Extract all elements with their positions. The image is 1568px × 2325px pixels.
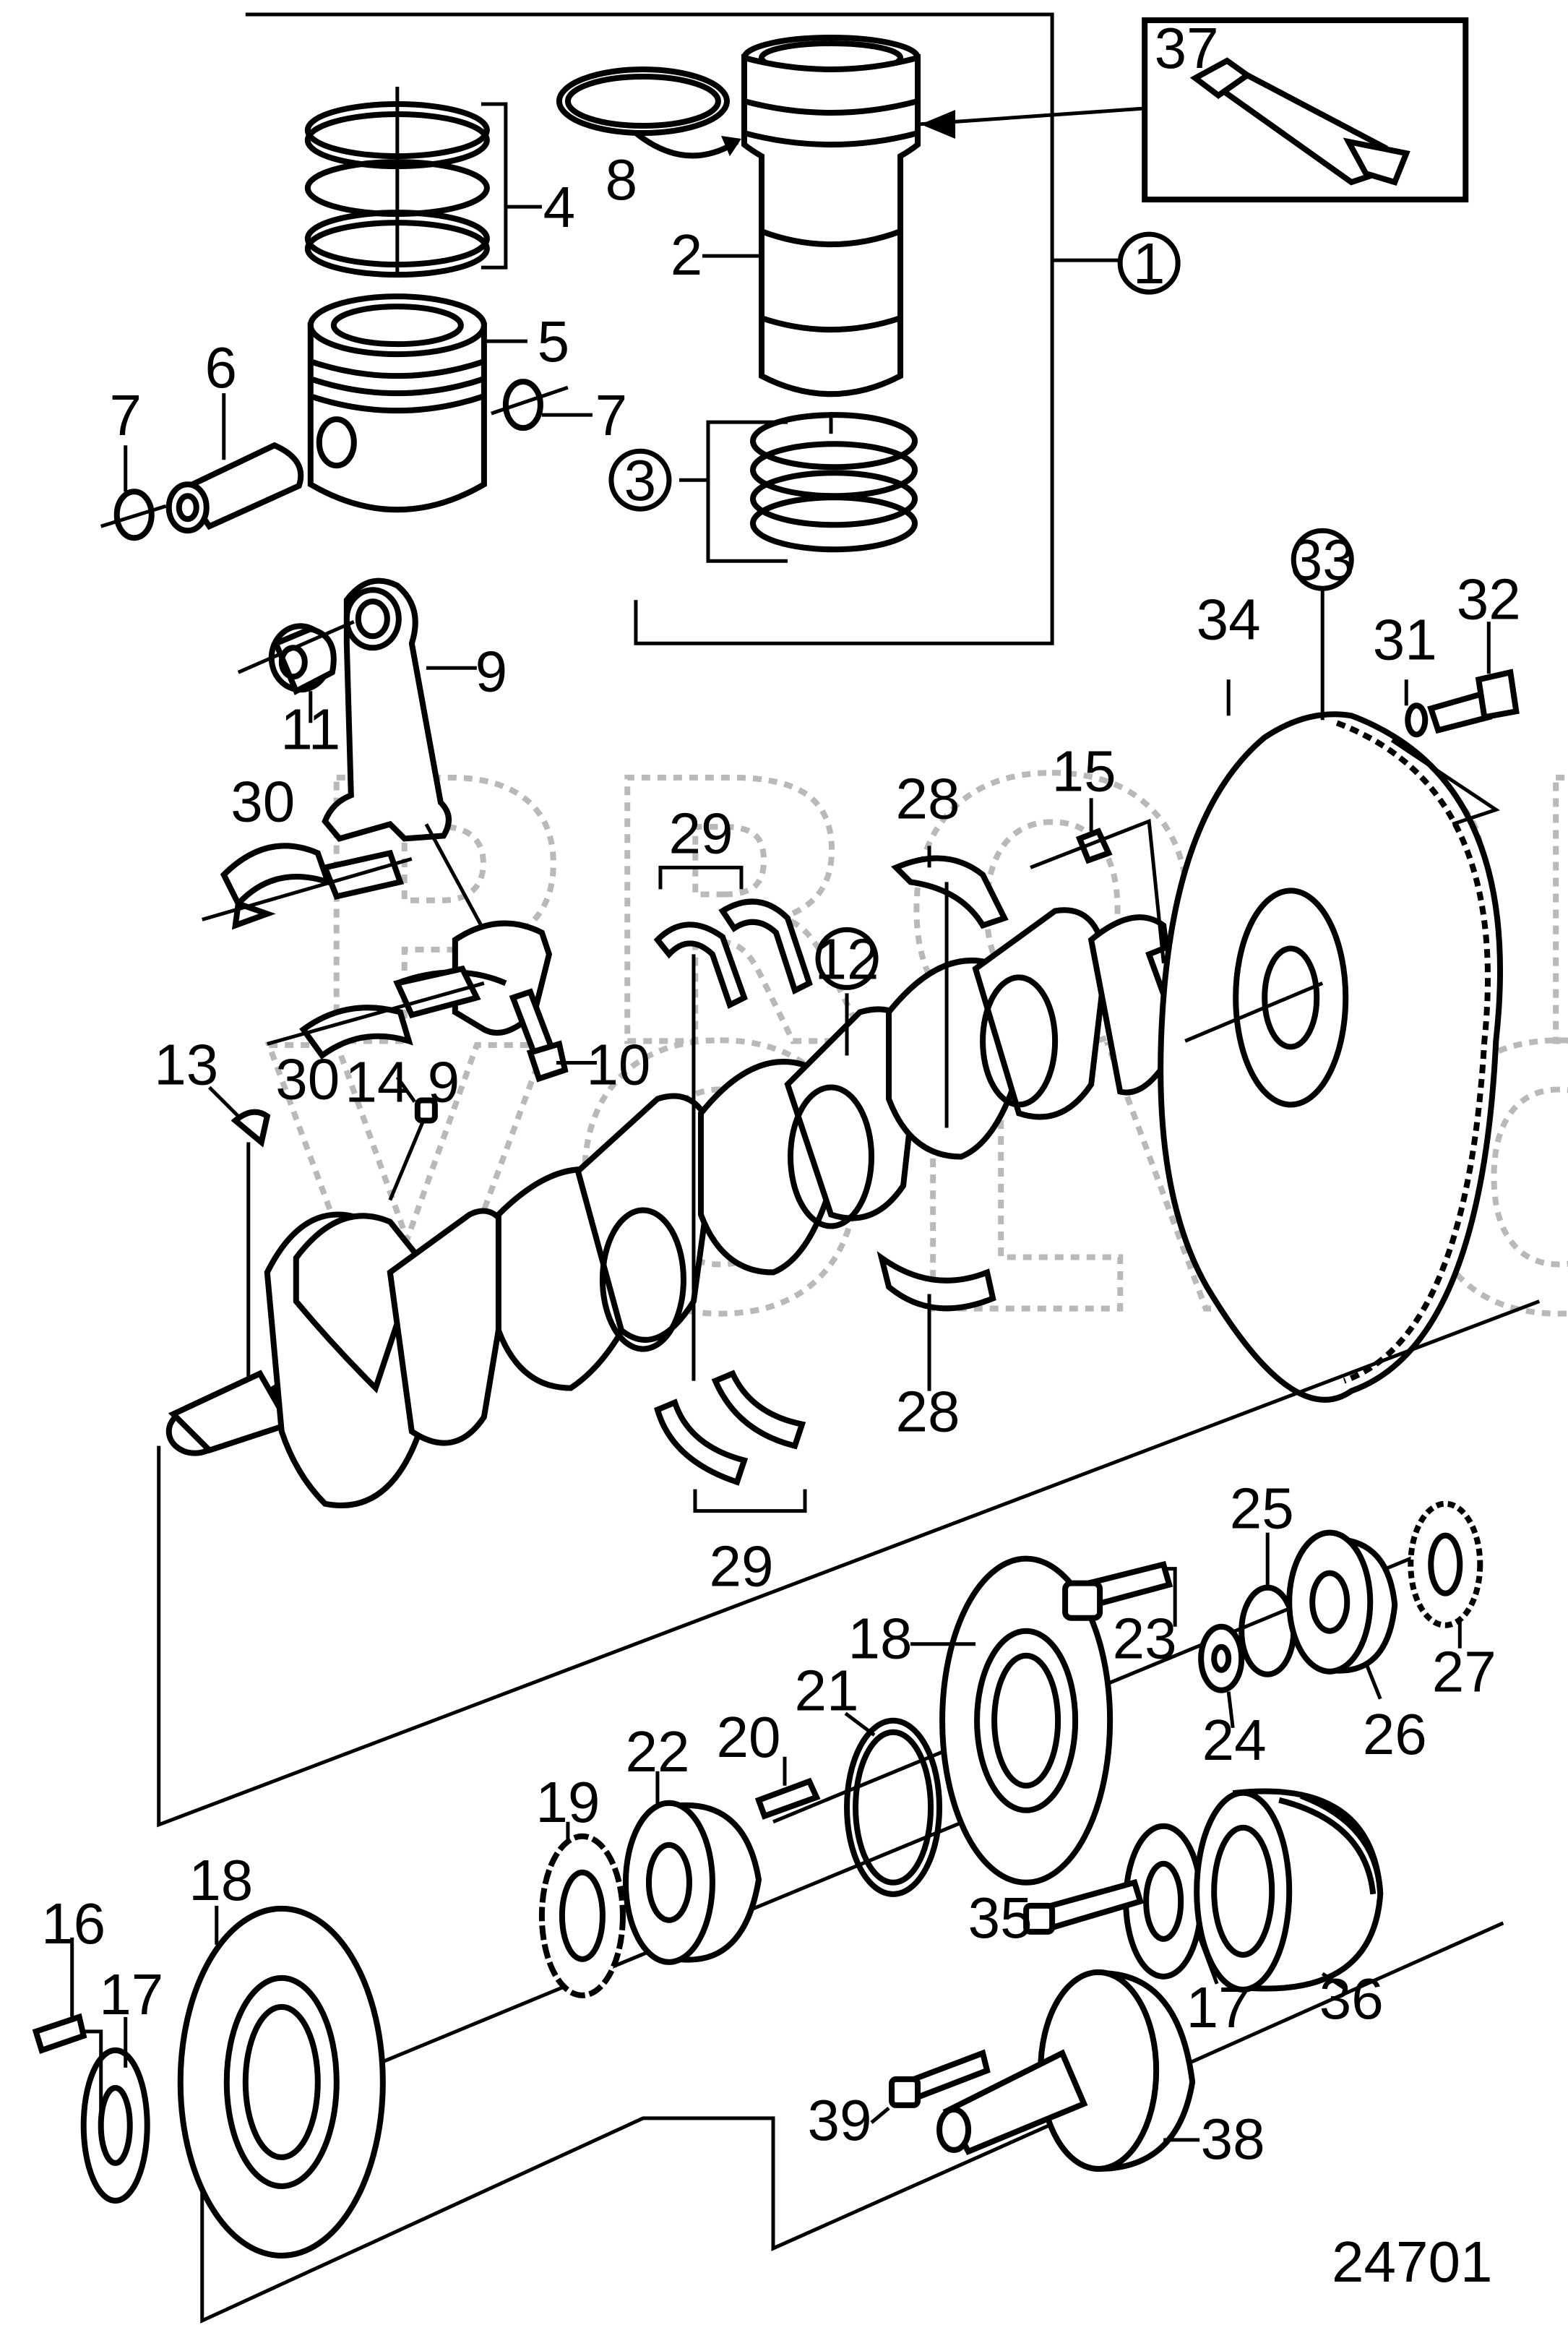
part-12-crankshaft[interactable]	[165, 907, 1246, 1508]
callout-31: 31	[1373, 607, 1437, 671]
part-26-hub-flange[interactable]	[1286, 1529, 1398, 1700]
part-17-plate-lower-left[interactable]	[80, 2016, 150, 2204]
part-2-cylinder-liner[interactable]	[741, 35, 921, 397]
callout-30-lower: 30	[275, 1047, 340, 1111]
part-29-thrust-washers-lower[interactable]	[654, 1370, 807, 1513]
callout-16: 16	[41, 1891, 105, 1956]
callout-32: 32	[1457, 567, 1521, 631]
part-4-piston-rings[interactable]	[304, 87, 508, 278]
part-25-o-ring[interactable]	[1239, 1532, 1297, 1677]
callout-17-right: 17	[1186, 1975, 1251, 2040]
callout-2: 2	[671, 223, 703, 287]
callout-23: 23	[1113, 1607, 1177, 1671]
part-14-plug[interactable]	[388, 1076, 438, 1201]
part-30-conrod-bearing-lower[interactable]	[267, 965, 485, 1060]
part-10-conrod-bolt[interactable]	[509, 988, 597, 1083]
drawing-number: 24701	[1332, 2230, 1493, 2294]
part-32-flywheel-bolt[interactable]	[1390, 622, 1520, 826]
callout-18-upper: 18	[848, 1607, 913, 1671]
callout-4: 4	[543, 175, 576, 239]
callout-29-upper: 29	[668, 801, 733, 865]
callout-19: 19	[535, 1770, 600, 1834]
part-28-main-bearing-lower[interactable]	[876, 1250, 996, 1391]
part-23-bolt[interactable]	[1062, 1560, 1177, 1627]
part-30-conrod-bearing-upper[interactable]	[202, 843, 413, 930]
callout-34: 34	[1197, 587, 1261, 651]
callout-7-left: 7	[109, 383, 142, 447]
callout-9-lower: 9	[428, 1049, 460, 1114]
part-36-pulley[interactable]	[1194, 1788, 1384, 1993]
callout-26: 26	[1363, 1702, 1427, 1766]
callout-13: 13	[154, 1032, 218, 1096]
part-34-flywheel[interactable]	[1158, 585, 1503, 1403]
callout-15: 15	[1052, 739, 1116, 803]
part-11-pin-bushing[interactable]	[237, 619, 355, 723]
part-6-piston-pin[interactable]	[165, 393, 304, 534]
callout-6: 6	[204, 335, 237, 400]
callout-28-lower: 28	[896, 1380, 960, 1444]
part-16-bolt[interactable]	[32, 1937, 103, 2140]
part-29-thrust-washers-upper[interactable]	[653, 865, 813, 1381]
part-3-liner-o-rings[interactable]	[706, 412, 918, 563]
leader-lines	[483, 205, 849, 1056]
part-7-circlip-left[interactable]	[100, 445, 167, 541]
callout-30-upper: 30	[231, 769, 295, 833]
callout-25: 25	[1230, 1477, 1294, 1541]
callout-24: 24	[1202, 1708, 1267, 1772]
callout-circle-12	[815, 927, 879, 990]
callout-29-lower: 29	[709, 1534, 773, 1599]
callout-18-lower: 18	[189, 1848, 253, 1912]
part-8-liner-seal-ring[interactable]	[556, 66, 741, 159]
callout-39: 39	[808, 2088, 872, 2152]
callout-10: 10	[586, 1032, 650, 1096]
part-27-gear[interactable]	[1408, 1500, 1483, 1649]
part-39-bolt[interactable]	[870, 2049, 991, 2124]
callout-labels: 1 2 3 4 5 6 7 7 8 9 9 10 11 12 13 14 15 …	[41, 16, 1521, 2171]
part-5-piston[interactable]	[307, 293, 487, 513]
part-15-dowel-pin[interactable]	[1030, 798, 1193, 963]
part-18-damper-upper[interactable]	[910, 1555, 1113, 1886]
part-38-shaft-adapter[interactable]	[936, 1969, 1200, 2172]
callout-1: 1	[1133, 231, 1166, 296]
callout-11: 11	[280, 697, 340, 761]
part-31-washer[interactable]	[1404, 679, 1429, 738]
part-21-o-ring[interactable]	[844, 1711, 943, 1897]
callout-3: 3	[624, 448, 657, 512]
callout-17-left: 17	[99, 1962, 163, 2027]
part-19-gasket[interactable]	[538, 1821, 626, 1998]
callout-5: 5	[538, 309, 570, 374]
callout-circle-3	[608, 448, 672, 512]
callout-36: 36	[1319, 1967, 1384, 2031]
callout-33: 33	[1291, 528, 1355, 592]
callout-circle-33	[1291, 528, 1354, 591]
callout-28-upper: 28	[896, 766, 960, 830]
callout-14: 14	[345, 1049, 409, 1114]
part-7-circlip-right[interactable]	[491, 379, 593, 431]
callout-38: 38	[1201, 2107, 1265, 2171]
callout-37: 37	[1155, 16, 1219, 80]
callout-circle-1	[1117, 231, 1181, 295]
part-37-sealant-tube[interactable]	[917, 17, 1469, 203]
callout-21: 21	[795, 1659, 859, 1723]
part-13-key[interactable]	[207, 1086, 271, 1381]
part-20-screw[interactable]	[754, 1756, 821, 1820]
callout-35: 35	[968, 1886, 1033, 1950]
callout-7-right: 7	[595, 383, 628, 447]
part-35-bolt[interactable]	[1023, 1878, 1145, 1935]
part-24-washer[interactable]	[1198, 1623, 1245, 1729]
part-28-main-bearing-upper[interactable]	[891, 846, 1009, 1128]
part-18-damper-lower[interactable]	[177, 1905, 386, 2259]
callout-8: 8	[606, 147, 638, 212]
part-22-hub[interactable]	[622, 1771, 762, 1965]
callout-27: 27	[1432, 1640, 1496, 1704]
callout-12: 12	[815, 927, 879, 991]
callout-20: 20	[716, 1705, 780, 1769]
callout-22: 22	[625, 1719, 689, 1784]
callout-9-upper: 9	[475, 639, 508, 703]
